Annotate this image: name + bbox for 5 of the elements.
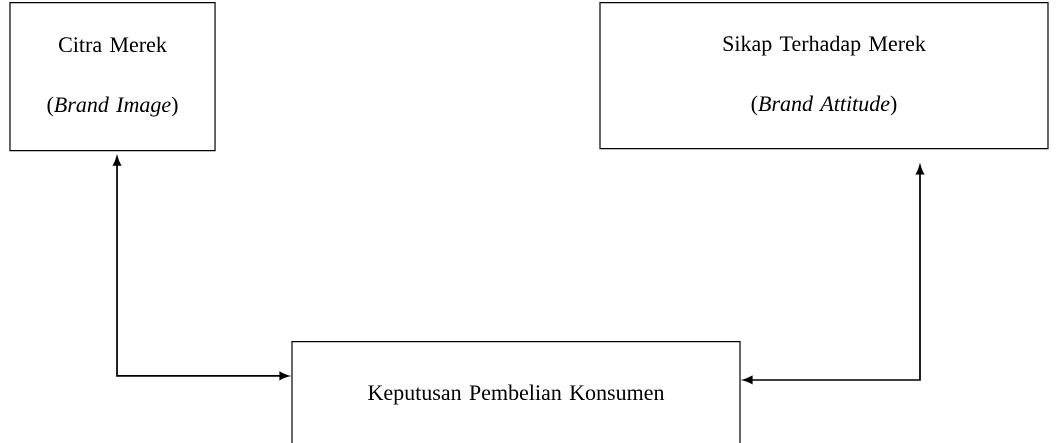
concept-box: Keputusan Pembelian Konsumen bbox=[291, 341, 741, 443]
double-arrow bbox=[113, 156, 289, 380]
concept-box: Citra Merek (Brand Image) bbox=[9, 2, 216, 152]
double-arrow bbox=[743, 165, 924, 384]
concept-box: Sikap Terhadap Merek (Brand Attitude) bbox=[599, 2, 1049, 150]
